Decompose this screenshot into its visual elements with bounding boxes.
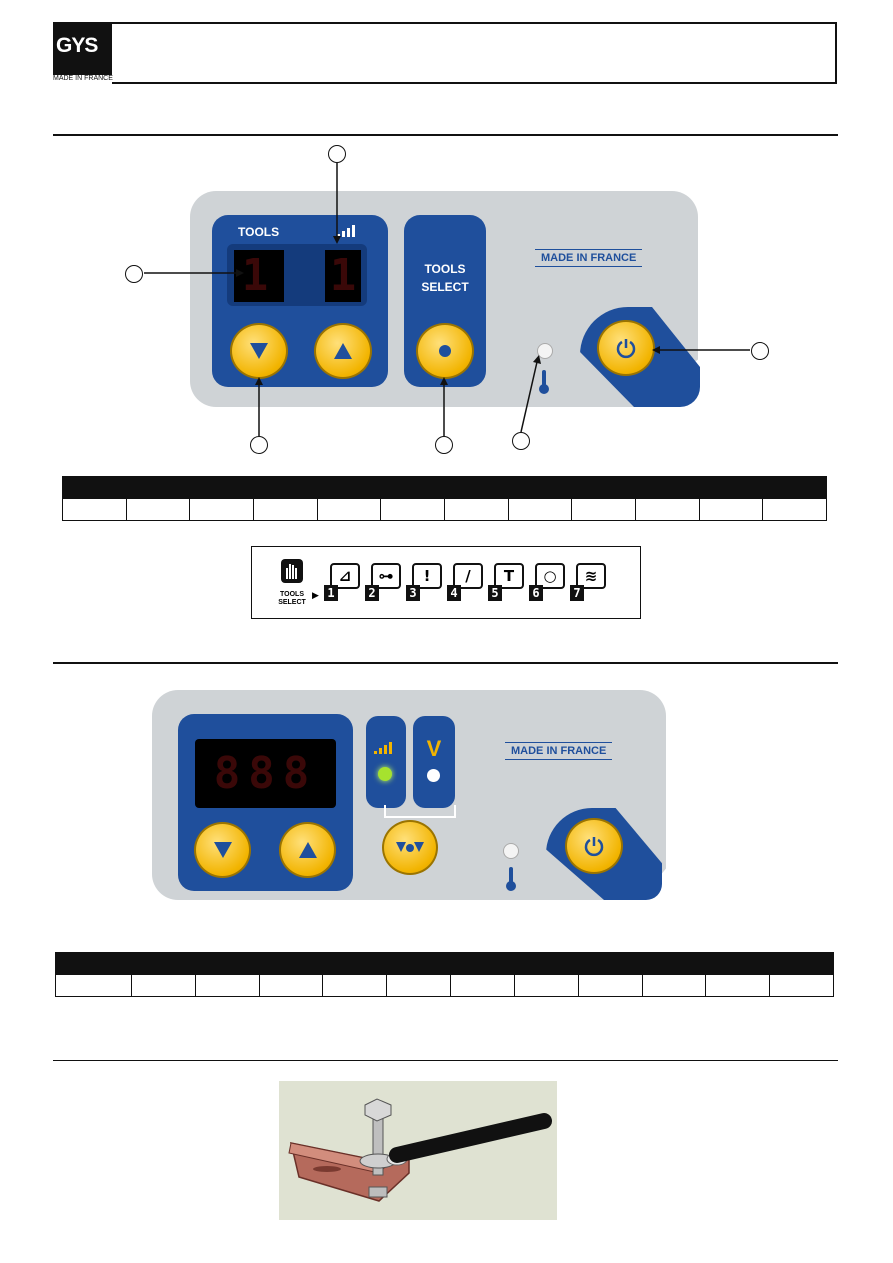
arrow-right-icon: ▶ [312,591,319,601]
up-button[interactable] [314,323,372,379]
spec-table-1 [62,476,827,521]
caption-line-1: TOOLS [280,591,304,598]
signal-bars-icon [337,224,357,237]
tools-select-line-1: TOOLS [424,262,466,276]
caption-line-2: SELECT [278,599,306,606]
tool-icon: ⊿ [330,563,360,589]
tool-number: 2 [365,585,379,601]
digit-left: 1 [234,250,284,302]
up-arrow-icon [298,842,317,858]
hand-icon [281,559,303,583]
green-led-icon [378,767,392,781]
power-icon [616,339,636,359]
section-rule-2 [53,662,838,664]
tool-number: 7 [570,585,584,601]
logo-tagline: MADE IN FRANCE [53,75,113,84]
clamp-drawing [288,1098,552,1202]
callout-marker [328,145,346,163]
callout-marker [250,436,268,454]
tools-select-caption: TOOLS SELECT [274,591,310,607]
callout-lines-1 [144,163,750,436]
tool-icon: ○ [535,563,565,589]
voltage-block [413,716,455,808]
section-rule-1 [53,134,838,136]
dot-icon [439,345,451,357]
thermal-led-2 [503,843,519,859]
display-window-2: 888 [195,739,336,808]
thermometer-icon [505,867,517,891]
thermometer-icon [538,370,550,394]
tool-number: 6 [529,585,543,601]
up-arrow-icon [334,343,352,359]
earth-clamp-illustration [279,1081,557,1220]
made-in-france-badge: MADE IN FRANCE [535,249,643,267]
up-button-2[interactable] [279,822,336,878]
tools-select-button[interactable] [416,323,474,379]
mode-select-button[interactable] [382,820,438,875]
voltage-led [427,769,440,782]
table-header-row [55,952,834,975]
tool-icon: T [494,563,524,589]
digit-right-value: 1 [329,250,357,301]
made-in-france-badge-2: MADE IN FRANCE [505,742,613,760]
down-arrow-icon [213,842,232,858]
table-header-row [62,476,827,499]
tool-number: 1 [324,585,338,601]
dual-arrow-icon [396,841,424,852]
tool-number: 3 [406,585,420,601]
digit-left-value: 1 [241,250,277,301]
logo-text: GYS [56,34,98,57]
callout-marker [125,265,143,283]
tool-icon: ⊶ [371,563,401,589]
signal-bars-icon [374,740,398,754]
gys-logo: GYS MADE IN FRANCE [53,22,113,84]
tools-select-label: TOOLS SELECT [404,260,486,296]
table-row [62,498,827,521]
down-arrow-icon [250,343,268,359]
tool-icon: / [453,563,483,589]
table-row [55,974,834,997]
voltage-label: V [426,736,442,761]
callout-marker [751,342,769,360]
power-button-2[interactable] [565,818,623,874]
callout-marker [512,432,530,450]
callout-marker [435,436,453,454]
tools-select-line-2: SELECT [421,280,469,294]
tool-icon: ! [412,563,442,589]
power-icon [584,837,604,857]
down-button-2[interactable] [194,822,251,878]
thermal-led [537,343,553,359]
tool-icon: ≋ [576,563,606,589]
tools-label: TOOLS [238,225,280,239]
selector-bracket [384,805,456,818]
display-value-2: 888 [213,748,318,799]
spec-table-2 [55,952,834,997]
signal-block [366,716,406,808]
tool-number: 5 [488,585,502,601]
digit-right: 1 [325,250,361,302]
power-button[interactable] [597,320,655,376]
tool-number: 4 [447,585,461,601]
section-rule-3 [53,1060,838,1061]
